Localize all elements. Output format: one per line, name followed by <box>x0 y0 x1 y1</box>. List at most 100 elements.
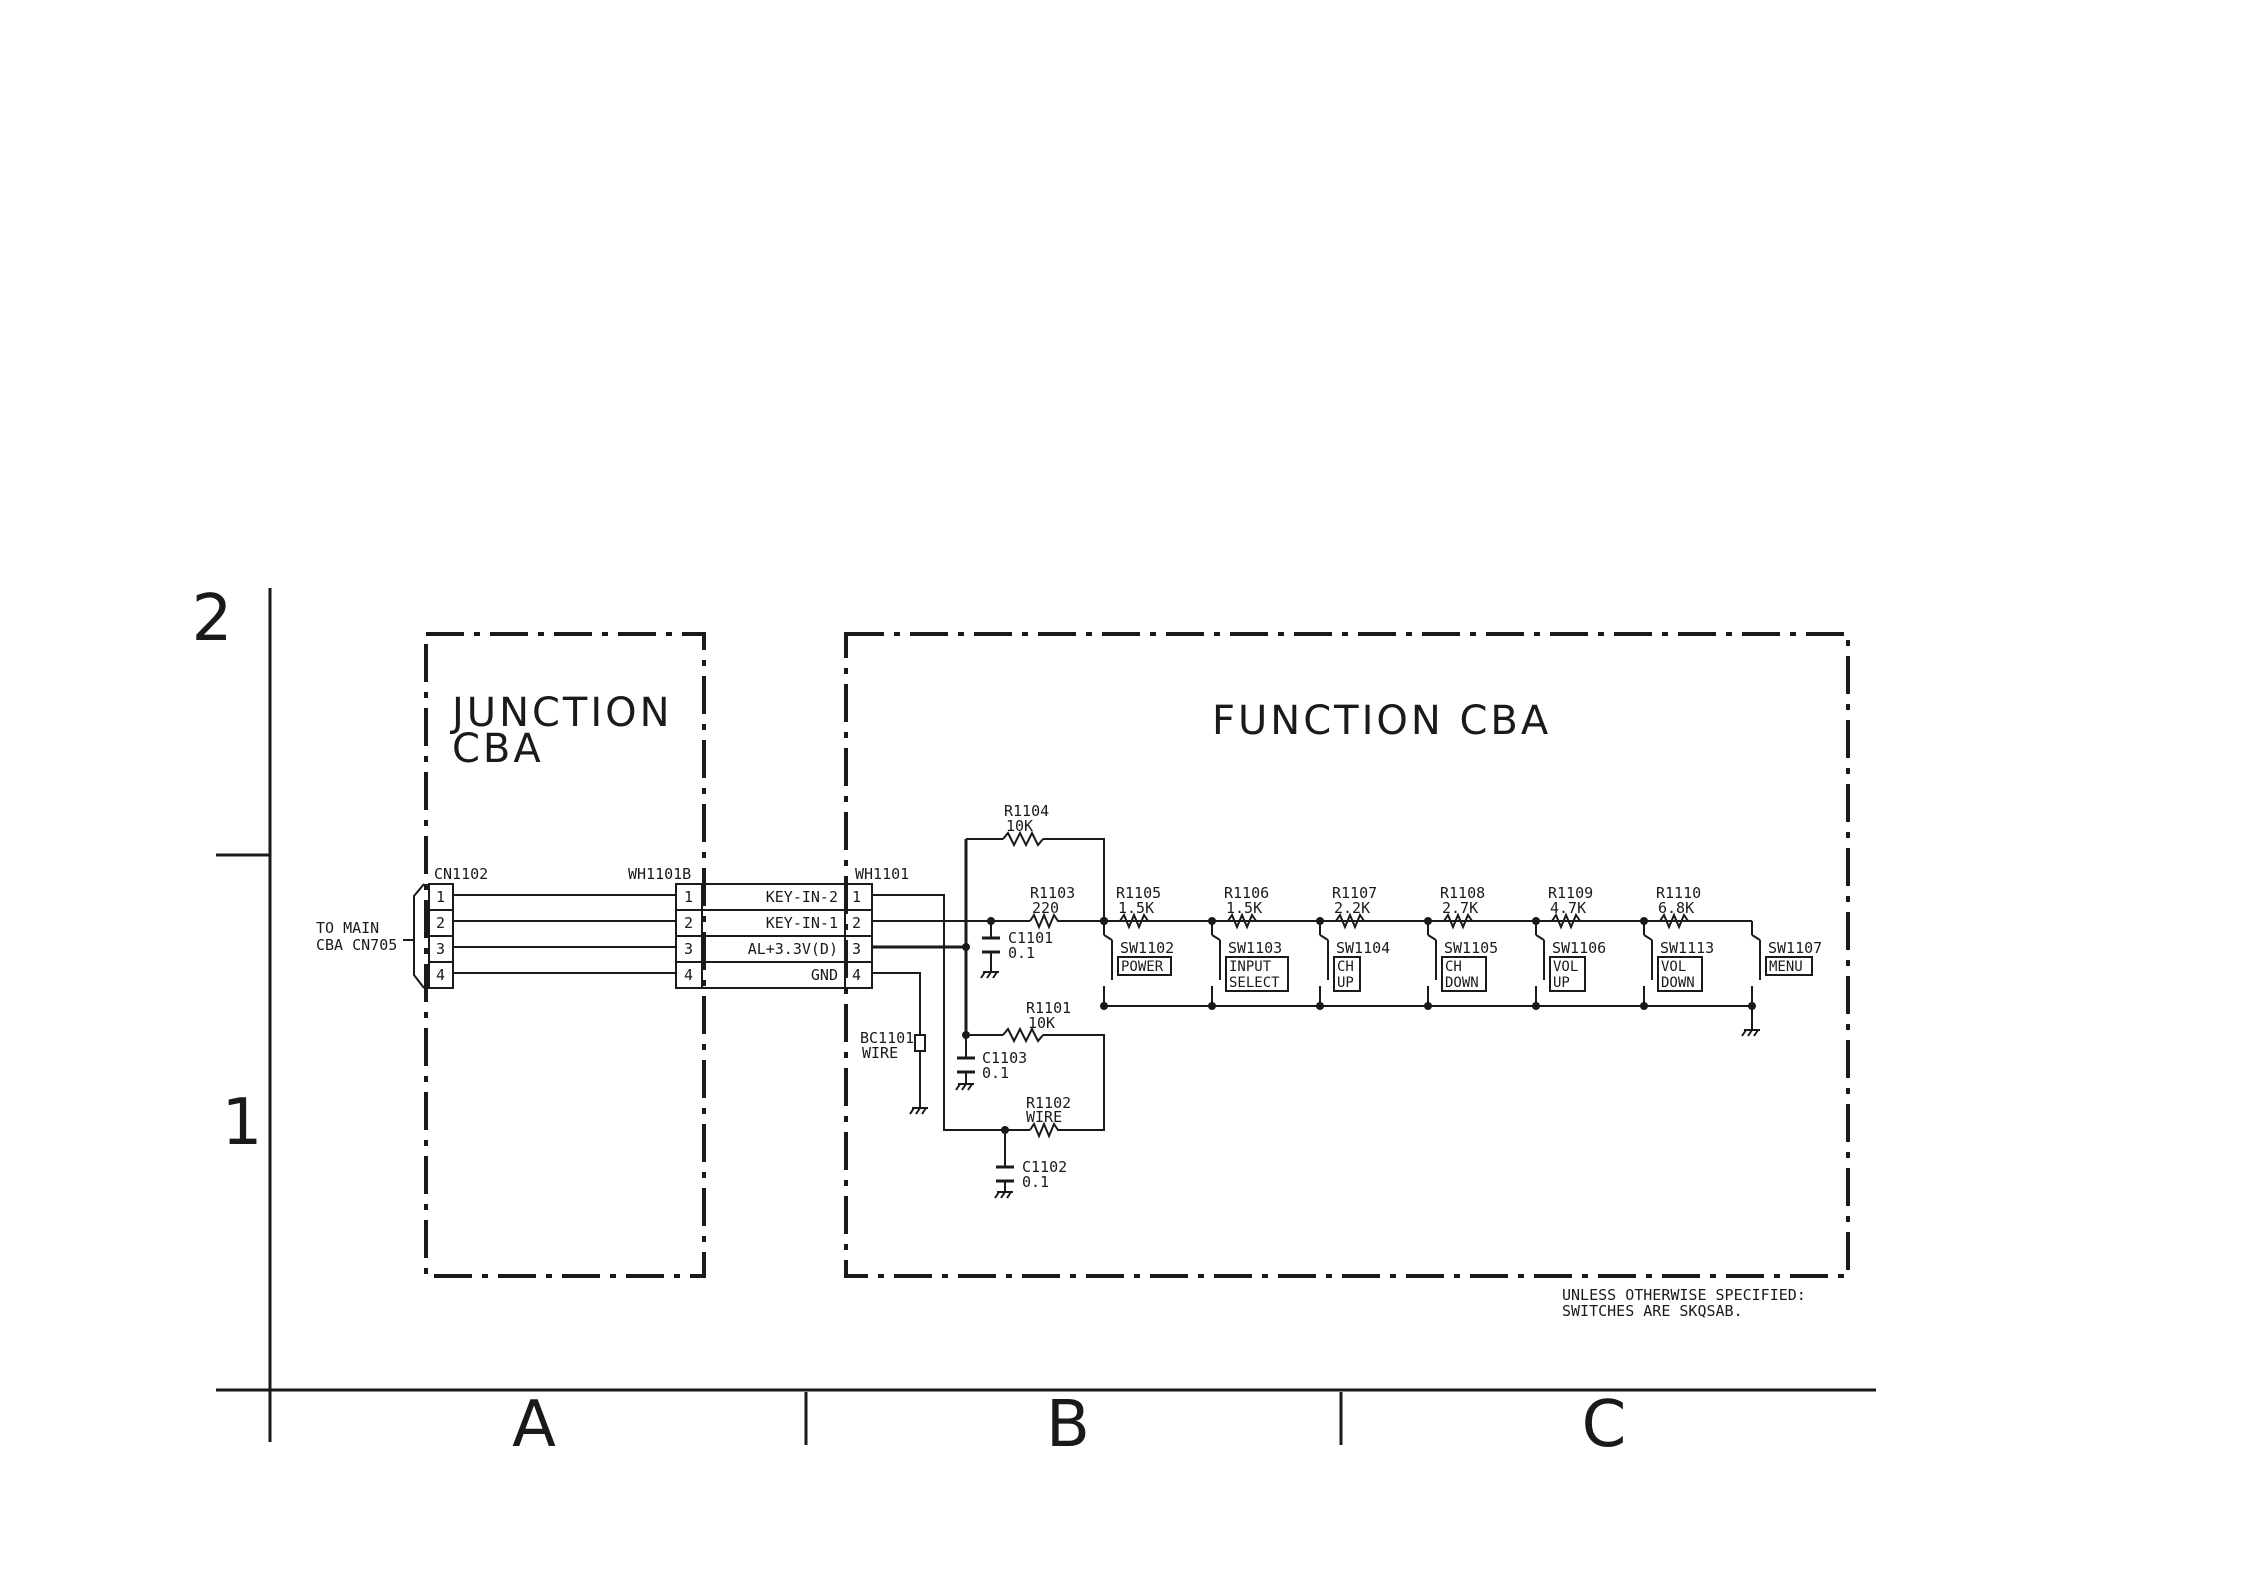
column-label-b: B <box>1046 1388 1090 1462</box>
note-line1: UNLESS OTHERWISE SPECIFIED: <box>1562 1286 1806 1304</box>
c1103-value: 0.1 <box>982 1064 1009 1082</box>
ladder-resistor-symbol <box>1551 912 1581 930</box>
wh1101-pin: 3 <box>852 940 861 958</box>
cn1102-pin: 1 <box>436 888 445 906</box>
r1103-symbol <box>1029 912 1060 930</box>
ladder-switch-ref: SW1113 <box>1660 939 1714 957</box>
ladder-return-dot <box>1424 1002 1432 1010</box>
switch-ladder: R11051.5KSW1102POWERR11061.5KSW1103INPUT… <box>1100 884 1714 1010</box>
ladder-resistor-value: 1.5K <box>1118 899 1154 917</box>
wh1101-connector: 1 2 3 4 KEY-IN-2 KEY-IN-1 AL+3.3V(D) GND… <box>675 883 873 989</box>
note-line2: SWITCHES ARE SKQSAB. <box>1562 1302 1743 1320</box>
function-circuit-wires <box>872 838 1753 1192</box>
sw1107-label: MENU <box>1769 959 1803 975</box>
junction-dots <box>962 917 1756 1134</box>
ladder-switch-ref: SW1106 <box>1552 939 1606 957</box>
r1101-value: 10K <box>1028 1014 1055 1032</box>
ladder-switch-contact <box>1427 934 1437 941</box>
c1101-value: 0.1 <box>1008 944 1035 962</box>
ladder-switch-label: VOL <box>1553 959 1578 975</box>
wh1101-pin: 1 <box>852 888 861 906</box>
ladder-switch-label-box <box>1117 956 1172 976</box>
ladder-return-dot <box>1100 1002 1108 1010</box>
r1101-symbol <box>1002 1026 1044 1044</box>
ladder-return-dot <box>1316 1002 1324 1010</box>
r1104-ref: R1104 <box>1004 802 1049 820</box>
ladder-switch-label: DOWN <box>1661 975 1695 991</box>
column-label-a: A <box>512 1388 556 1462</box>
signal-gnd: GND <box>811 966 838 984</box>
resistor-symbols <box>1000 830 1060 1139</box>
cn1102-connector: 1 2 3 4 <box>428 883 454 989</box>
harness-wires <box>453 894 676 974</box>
ladder-resistor-symbol <box>1119 912 1149 930</box>
ladder-switch-label-box <box>1225 956 1289 992</box>
ladder-switch-label-box <box>1441 956 1487 992</box>
r1102-symbol <box>1029 1121 1060 1139</box>
ladder-switch-ref: SW1102 <box>1120 939 1174 957</box>
ladder-switch-label: SELECT <box>1229 975 1280 991</box>
signal-key-in-2: KEY-IN-2 <box>766 888 838 906</box>
to-main-bracket <box>413 883 425 989</box>
capacitor-symbols <box>914 936 1014 1183</box>
grid-axes: 2 1 A B C <box>192 582 1876 1462</box>
bc1101-value: WIRE <box>862 1044 898 1062</box>
row-label-1: 1 <box>222 1086 263 1160</box>
ladder-switch-contact <box>1535 934 1545 941</box>
ladder-resistor-symbol <box>1335 912 1365 930</box>
ladder-switch-label: UP <box>1553 975 1570 991</box>
cn1102-pin: 3 <box>436 940 445 958</box>
ladder-return-dot <box>1532 1002 1540 1010</box>
r1104-value: 10K <box>1006 817 1033 835</box>
sw1107-ref: SW1107 <box>1768 939 1822 957</box>
c1101-ref: C1101 <box>1008 929 1053 947</box>
ladder-switch-label-box <box>1333 956 1361 992</box>
bc1101-ref: BC1101 <box>860 1029 914 1047</box>
ladder-switch-label: UP <box>1337 975 1354 991</box>
ladder-resistor-symbol <box>1443 912 1473 930</box>
cn1102-pin: 4 <box>436 966 445 984</box>
to-main-label-line1: TO MAIN <box>316 919 379 937</box>
ladder-switch-contact <box>1319 934 1329 941</box>
ladder-switch-label-box <box>1549 956 1586 992</box>
wh1101b-label: WH1101B <box>628 865 691 883</box>
component-labels: R1104 10K R1103 220 R1101 10K R1102 WIRE… <box>860 802 1075 1191</box>
ladder-switch-label: VOL <box>1661 959 1686 975</box>
ladder-resistor-value: 2.7K <box>1442 899 1478 917</box>
r1103-ref: R1103 <box>1030 884 1075 902</box>
ground-symbols <box>909 971 1760 1199</box>
ladder-resistor-value: 1.5K <box>1226 899 1262 917</box>
ladder-return-dot <box>1640 1002 1648 1010</box>
junction-cba-title-line2: CBA <box>452 726 544 772</box>
cn1102-label: CN1102 <box>434 865 488 883</box>
ladder-switch-label: DOWN <box>1445 975 1479 991</box>
ladder-switch-label: CH <box>1337 959 1354 975</box>
wh1101-label: WH1101 <box>855 865 909 883</box>
wh1101b-pin: 3 <box>684 940 693 958</box>
wh1101b-pin: 4 <box>684 966 693 984</box>
ladder-switch-ref: SW1103 <box>1228 939 1282 957</box>
column-label-c: C <box>1582 1388 1627 1462</box>
ladder-resistor-ref: R1107 <box>1332 884 1377 902</box>
ladder-resistor-symbol <box>1659 912 1689 930</box>
ladder-resistor-value: 4.7K <box>1550 899 1586 917</box>
ladder-resistor-ref: R1106 <box>1224 884 1269 902</box>
junction-cba-title-line1: JUNCTION <box>449 690 673 736</box>
ladder-resistor-ref: R1108 <box>1440 884 1485 902</box>
wh1101b-pin: 1 <box>684 888 693 906</box>
junction-cba-frame <box>424 632 706 1278</box>
r1101-ref: R1101 <box>1026 999 1071 1017</box>
to-main-label-line2: CBA CN705 <box>316 936 397 954</box>
row-label-2: 2 <box>192 582 233 656</box>
signal-al-3v3: AL+3.3V(D) <box>748 940 838 958</box>
ladder-switch-contact <box>1103 934 1113 941</box>
ladder-resistor-value: 2.2K <box>1334 899 1370 917</box>
function-cba-title: FUNCTION CBA <box>1212 698 1551 744</box>
ladder-switch-label: INPUT <box>1229 959 1272 975</box>
r1102-ref: R1102 <box>1026 1094 1071 1112</box>
signal-key-in-1: KEY-IN-1 <box>766 914 838 932</box>
wh1101b-pin: 2 <box>684 914 693 932</box>
cn1102-pin: 2 <box>436 914 445 932</box>
ladder-resistor-ref: R1109 <box>1548 884 1593 902</box>
